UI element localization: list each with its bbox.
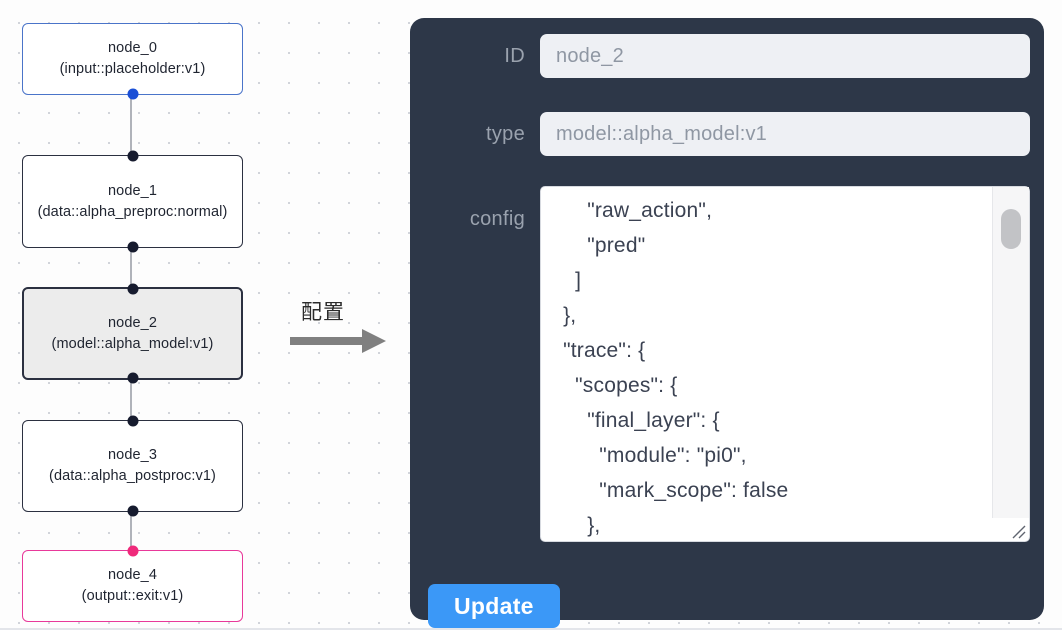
id-field-label: ID <box>504 44 525 67</box>
type-field-label: type <box>485 122 525 145</box>
edge-node3-node4 <box>130 512 132 550</box>
id-field-row: ID <box>410 34 1044 78</box>
node-subtitle: (data::alpha_postproc:v1) <box>49 468 216 484</box>
graph-node-node_1[interactable]: node_1 (data::alpha_preproc:normal) <box>22 150 243 253</box>
graph-node-node_4[interactable]: node_4 (output::exit:v1) <box>22 545 243 622</box>
type-field-row: type <box>410 112 1044 156</box>
node-port-input[interactable] <box>127 150 138 162</box>
config-textarea-scrollbar[interactable] <box>992 187 1029 518</box>
edge-node2-node3 <box>130 380 132 420</box>
edge-node0-node1 <box>130 95 132 155</box>
config-field-label: config <box>469 208 525 230</box>
node-title: node_3 <box>108 447 157 463</box>
resize-grip-icon[interactable] <box>1007 520 1027 540</box>
node-port-output[interactable] <box>127 88 138 100</box>
edge-node1-node2 <box>130 248 132 287</box>
arrow-right-icon <box>290 329 386 353</box>
node-port-input[interactable] <box>127 545 138 557</box>
node-title: node_0 <box>108 40 157 56</box>
node-subtitle: (model::alpha_model:v1) <box>51 335 214 352</box>
annotation-group: 配置 <box>290 296 400 366</box>
node-port-input[interactable] <box>127 415 138 427</box>
annotation-label: 配置 <box>301 300 345 324</box>
node-title: node_4 <box>108 567 157 583</box>
config-textarea[interactable]: "raw_action", "pred" ] }, "trace": { "sc… <box>540 186 1030 542</box>
node-title: node_1 <box>108 182 157 199</box>
node-port-output[interactable] <box>127 372 138 384</box>
type-input[interactable] <box>540 112 1030 156</box>
config-field-row: config "raw_action", "pred" ] }, "trace"… <box>410 186 1044 542</box>
graph-node-node_2[interactable]: node_2 (model::alpha_model:v1) <box>22 283 243 384</box>
graph-node-node_3[interactable]: node_3 (data::alpha_postproc:v1) <box>22 415 243 517</box>
node-subtitle: (input::placeholder:v1) <box>59 61 206 77</box>
node-subtitle: (output::exit:v1) <box>81 588 184 604</box>
node-port-output[interactable] <box>127 505 138 517</box>
node-subtitle: (data::alpha_preproc:normal) <box>37 203 228 220</box>
id-input[interactable] <box>540 34 1030 78</box>
node-title: node_2 <box>108 314 157 331</box>
node-port-output[interactable] <box>127 241 138 253</box>
scrollbar-thumb[interactable] <box>1001 209 1021 249</box>
config-textarea-wrap: "raw_action", "pred" ] }, "trace": { "sc… <box>540 186 1030 542</box>
canvas-bottom-divider <box>0 628 1062 630</box>
graph-node-node_0[interactable]: node_0 (input::placeholder:v1) <box>22 23 243 100</box>
update-button[interactable]: Update <box>428 584 560 628</box>
node-config-panel: ID type config "raw_action", "pred" ] },… <box>410 18 1044 628</box>
node-port-input[interactable] <box>127 283 138 295</box>
